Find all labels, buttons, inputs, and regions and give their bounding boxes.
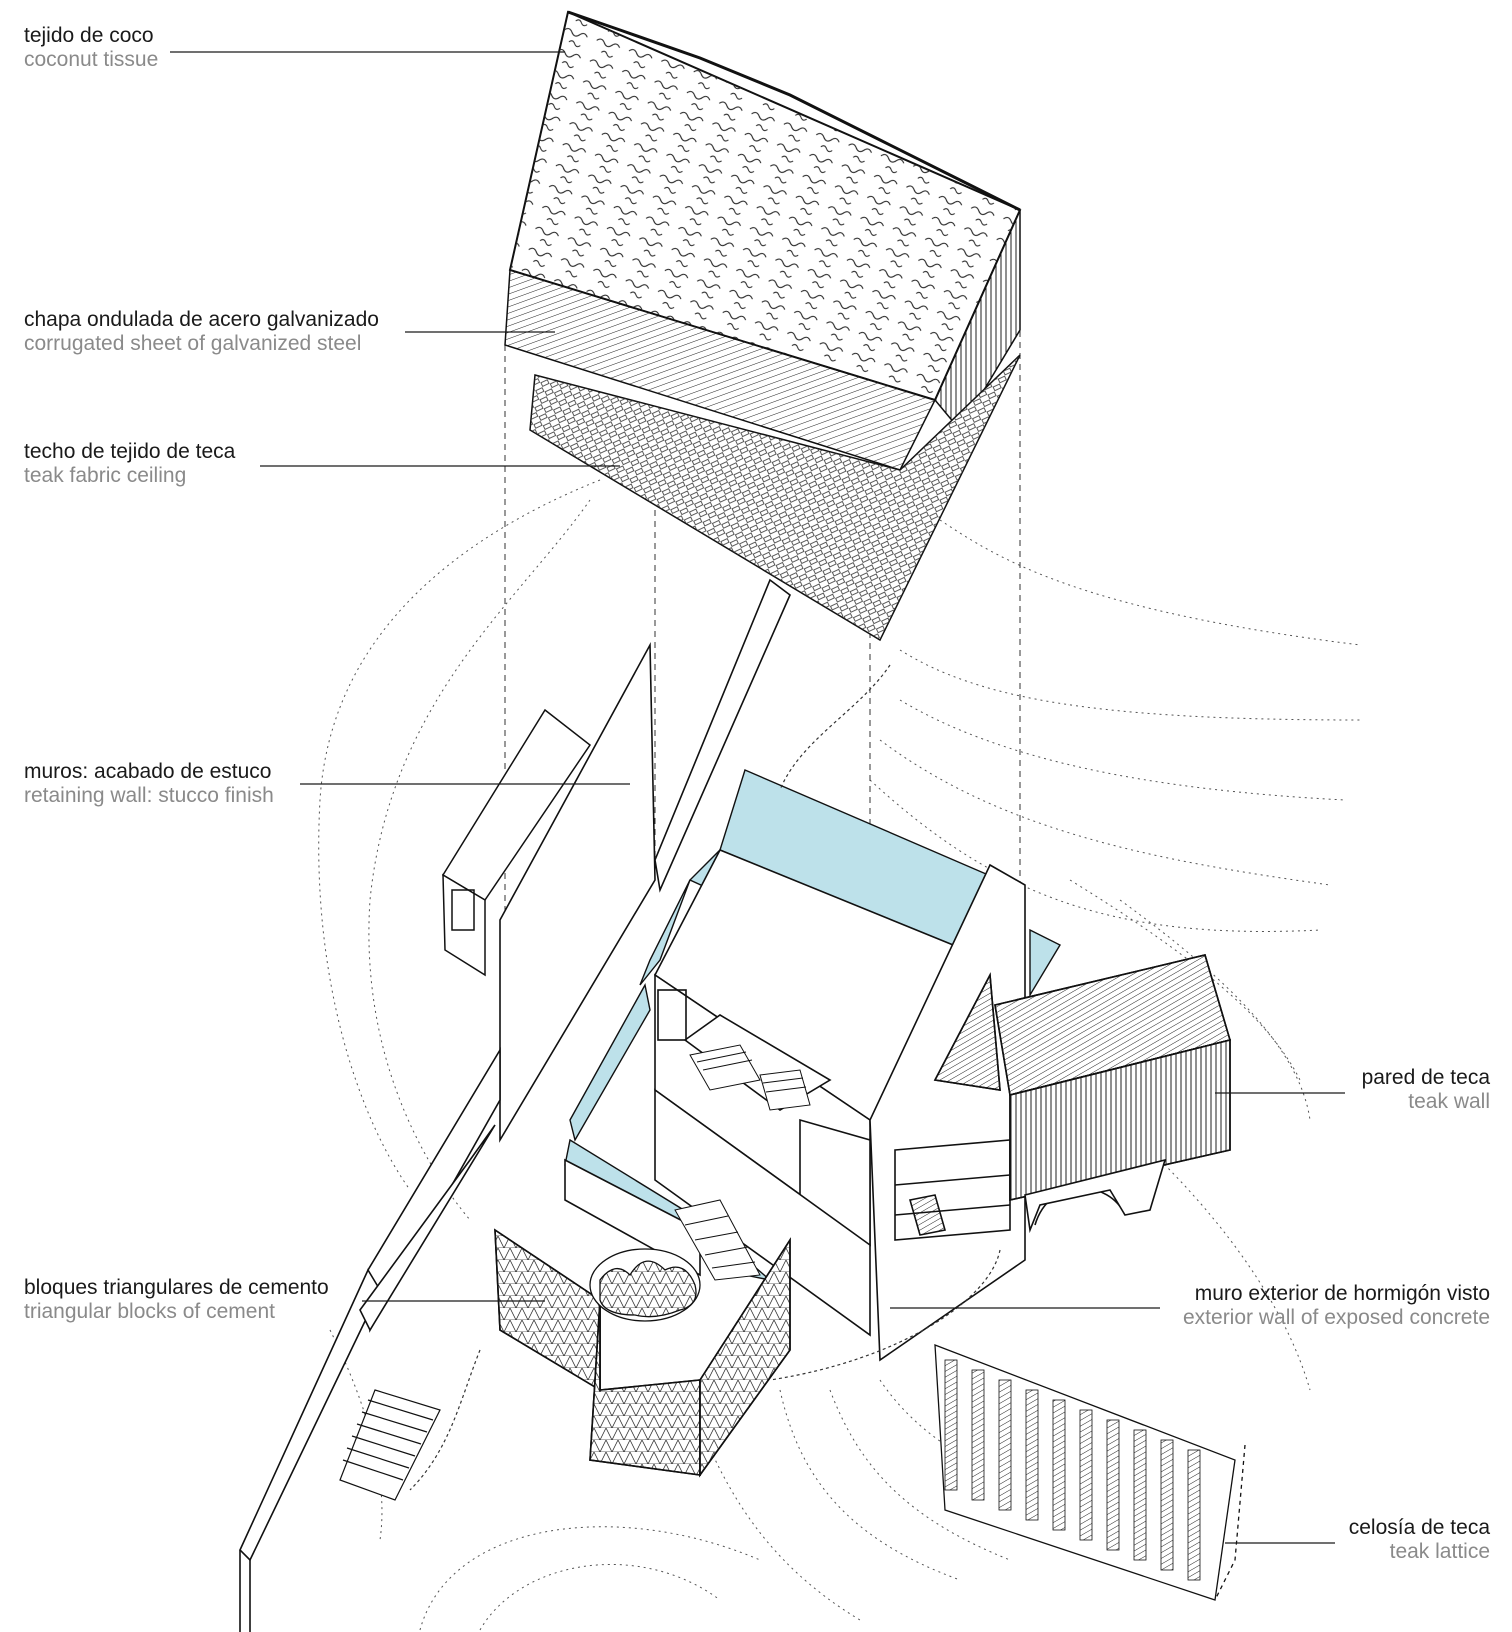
label-retaining-wall-en: retaining wall: stucco finish [24,784,274,808]
label-coconut-tissue: tejido de coco coconut tissue [24,24,158,72]
left-balcony [441,708,592,977]
gable-wall [869,863,1026,1362]
stairs-lower [339,1389,441,1501]
label-corrugated-steel: chapa ondulada de acero galvanizado corr… [24,308,379,356]
label-teak-wall-es: pared de teca [1361,1066,1490,1089]
label-teak-ceiling-en: teak fabric ceiling [24,464,187,488]
label-teak-lattice: celosía de teca teak lattice [1349,1516,1490,1564]
stairs-interior [674,1044,811,1281]
label-cement-blocks-en: triangular blocks of cement [24,1300,275,1324]
label-corrugated-steel-en: corrugated sheet of galvanized steel [24,332,362,356]
label-teak-wall-en: teak wall [1408,1090,1490,1114]
label-coconut-tissue-es: tejido de coco [24,24,154,47]
retaining-walls [239,578,791,1632]
label-concrete-wall: muro exterior de hormigón visto exterior… [1183,1282,1490,1330]
leader-lines [170,51,1345,1544]
rubble-stone-walls [409,664,1001,1491]
label-teak-lattice-en: teak lattice [1389,1540,1490,1564]
label-retaining-wall-es: muros: acabado de estuco [24,760,272,783]
label-teak-lattice-es: celosía de teca [1348,1516,1490,1539]
label-teak-wall: pared de teca teak wall [1362,1066,1490,1114]
label-concrete-wall-es: muro exterior de hormigón visto [1194,1282,1490,1305]
teak-wall-box [994,954,1232,1234]
cement-block-wall [494,1228,791,1478]
label-teak-ceiling: techo de tejido de teca teak fabric ceil… [24,440,235,488]
label-cement-blocks: bloques triangulares de cemento triangul… [24,1276,329,1324]
teak-fabric-ceiling [529,354,1021,642]
label-corrugated-steel-es: chapa ondulada de acero galvanizado [24,308,379,331]
teak-lattice [934,1344,1246,1601]
label-teak-ceiling-es: techo de tejido de teca [24,440,236,463]
tree [589,1248,701,1322]
label-retaining-wall: muros: acabado de estuco retaining wall:… [24,760,274,808]
label-cement-blocks-es: bloques triangulares de cemento [24,1276,329,1299]
label-coconut-tissue-en: coconut tissue [24,48,159,72]
label-concrete-wall-en: exterior wall of exposed concrete [1183,1306,1490,1330]
